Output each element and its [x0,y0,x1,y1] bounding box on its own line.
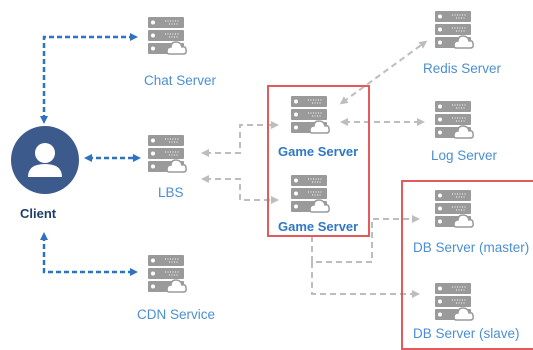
log-server-label: Log Server [431,148,498,163]
server-cloud-icon [434,282,474,322]
chat-server-label: Chat Server [144,73,217,88]
server-cloud-icon [147,254,187,294]
edge-client-chat [40,33,138,124]
server-cloud-icon [434,100,474,140]
game-server-1-label: Game Server [278,144,359,159]
client-label: Client [20,206,57,221]
cdn-service-label: CDN Service [137,307,216,322]
client-avatar [11,126,79,194]
game-server-group-box [267,85,370,237]
edge-game-redis [339,40,428,105]
server-cloud-icon [290,174,330,214]
user-avatar-icon [28,143,62,177]
game-server-2-label: Game Server [278,219,359,234]
db-slave-label: DB Server (slave) [413,326,520,341]
lbs-label: LBS [158,185,184,200]
server-cloud-icon [290,95,330,135]
server-cloud-icon [147,16,187,56]
edge-game-dbslave [311,262,420,298]
edge-client-cdn [40,232,138,276]
db-master-label: DB Server (master) [413,240,530,255]
edge-lbs-game2 [201,175,279,204]
edge-lbs-game1 [201,121,279,157]
redis-server-label: Redis Server [423,61,502,76]
server-cloud-icon [434,189,474,229]
edge-game-dbmaster [311,215,420,263]
server-cloud-icon [147,134,187,174]
server-cloud-icon [434,10,474,50]
